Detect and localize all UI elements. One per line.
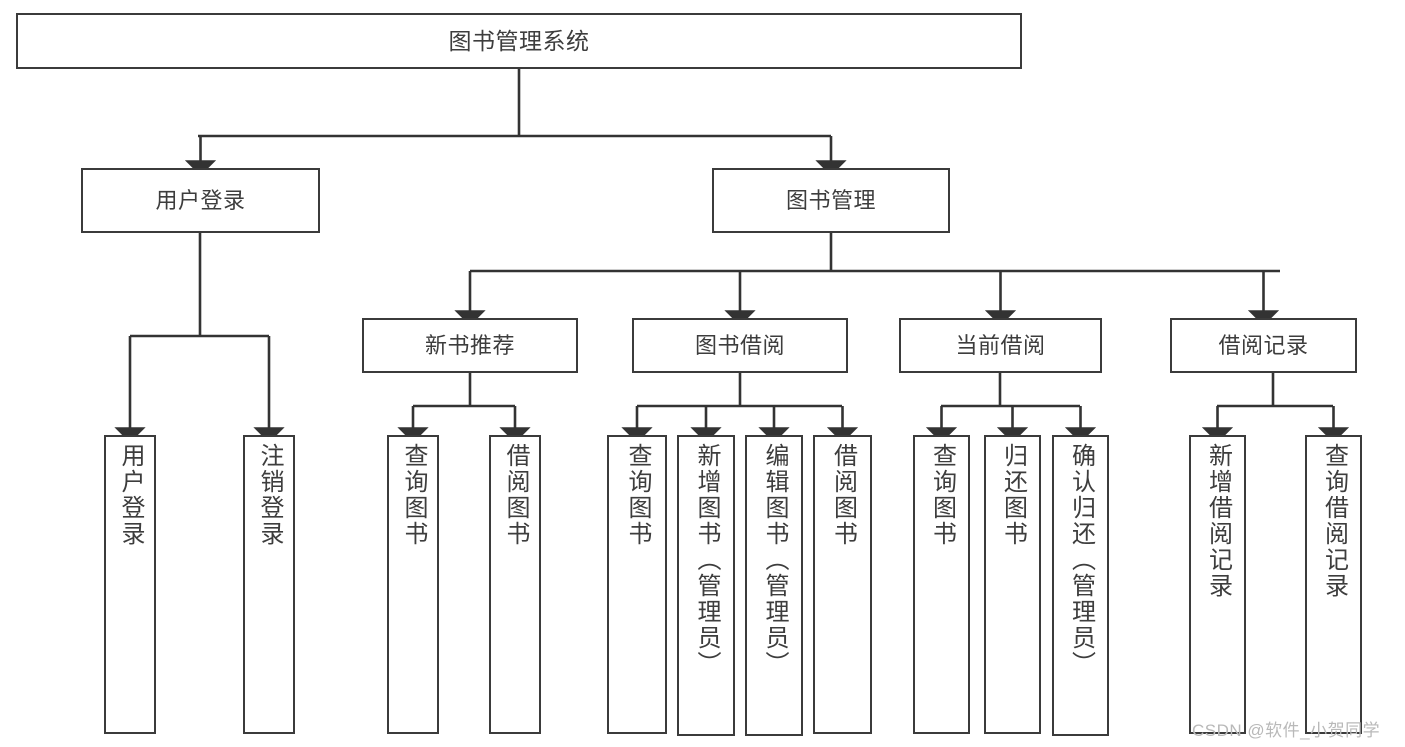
node-leaf-logout[interactable]: 注销登录 [243,435,295,734]
node-borrow-record[interactable]: 借阅记录 [1170,318,1357,373]
node-label: 归还图书 [999,443,1027,547]
node-user-login[interactable]: 用户登录 [81,168,320,233]
node-label: 借阅记录 [1218,332,1309,358]
node-label: 借阅图书 [502,443,529,547]
node-leaf-query-book-2[interactable]: 查询图书 [607,435,667,734]
node-label: 用户登录 [117,443,144,547]
node-leaf-edit-book[interactable]: 编辑图书（管理员） [745,435,803,736]
node-label: 图书借阅 [694,332,785,358]
node-root[interactable]: 图书管理系统 [16,13,1022,69]
node-leaf-add-book[interactable]: 新增图书（管理员） [677,435,735,736]
node-leaf-user-login[interactable]: 用户登录 [104,435,156,734]
node-label: 当前借阅 [955,332,1046,358]
node-book-manage[interactable]: 图书管理 [712,168,950,233]
node-leaf-return-book[interactable]: 归还图书 [984,435,1041,734]
node-label: 查询图书 [928,443,956,547]
node-leaf-query-record[interactable]: 查询借阅记录 [1305,435,1362,734]
node-leaf-borrow-book-1[interactable]: 借阅图书 [489,435,541,734]
node-label: 查询图书 [400,443,427,547]
node-label: 借阅图书 [829,443,857,547]
node-label: 编辑图书（管理员） [761,443,788,677]
node-leaf-query-book-1[interactable]: 查询图书 [387,435,439,734]
node-label: 用户登录 [155,187,246,213]
node-label: 新增图书（管理员） [693,443,720,677]
node-label: 新增借阅记录 [1204,443,1232,599]
node-new-book-rec[interactable]: 新书推荐 [362,318,578,373]
node-current-borrow[interactable]: 当前借阅 [899,318,1102,373]
node-leaf-confirm-return[interactable]: 确认归还（管理员） [1052,435,1109,736]
watermark-text: CSDN @软件_小贺同学 [1192,721,1381,740]
node-label: 图书管理系统 [448,27,590,54]
node-label: 注销登录 [256,443,283,547]
node-label: 新书推荐 [424,332,515,358]
node-leaf-borrow-book-2[interactable]: 借阅图书 [813,435,872,734]
node-label: 图书管理 [785,187,876,213]
node-book-borrow[interactable]: 图书借阅 [632,318,848,373]
connector-lines [114,69,1350,443]
node-label: 查询借阅记录 [1320,443,1348,599]
node-leaf-query-book-3[interactable]: 查询图书 [913,435,970,734]
node-label: 查询图书 [624,443,651,547]
node-leaf-add-record[interactable]: 新增借阅记录 [1189,435,1246,734]
node-label: 确认归还（管理员） [1067,443,1095,677]
